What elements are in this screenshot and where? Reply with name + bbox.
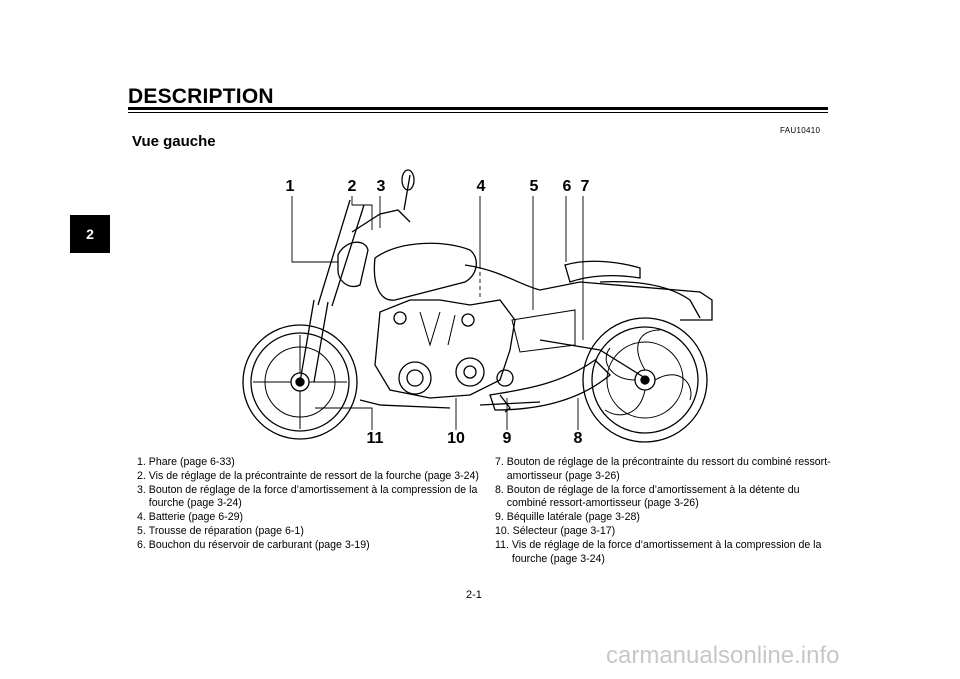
legend-number: 1. [137,456,149,468]
callout-1: 1 [285,178,295,195]
legend-text: Bouton de réglage de la force d’amortiss… [506,483,800,510]
legend-number: 3. [137,483,149,496]
callout-2: 2 [347,178,357,195]
leader-2 [351,196,373,230]
callout-3: 3 [376,178,386,195]
legend-number: 9. [495,511,507,524]
watermark: carmanualsonline.info [606,642,840,669]
title-divider [128,107,828,110]
exhaust [489,359,611,411]
front-wheel [242,324,358,440]
legend-text: Vis de réglage de la précontrainte de re… [148,469,479,482]
legend-number: 4. [137,511,149,524]
callout-10: 10 [447,430,465,447]
front-fork [299,199,365,383]
legend-item: 8. Bouton de réglage de la force d’amort… [495,484,840,512]
callout-7: 7 [580,178,590,195]
callout-11: 11 [366,430,384,447]
legend-right: 7. Bouton de réglage de la précontrainte… [495,456,840,566]
callout-5: 5 [529,178,539,195]
callout-4: 4 [476,178,486,195]
legend-text: Bouton de réglage de la précontrainte du… [506,456,831,482]
leader-11 [315,407,373,430]
legend-text: Phare (page 6-33) [148,456,235,468]
legend-item: 4. Batterie (page 6-29) [137,511,482,525]
legend-text: Béquille latérale (page 3-28) [506,511,640,524]
legend-item: 11. Vis de réglage de la force d’amortis… [495,539,840,567]
chapter-tab: 2 [70,215,110,253]
rear-wheel [582,317,708,443]
legend-item: 10. Sélecteur (page 3-17) [495,525,840,539]
engine [374,299,516,399]
legend-text: Trousse de réparation (page 6-1) [148,524,304,537]
page-number: 2-1 [466,589,482,601]
legend-text: Bouchon du réservoir de carburant (page … [148,538,370,551]
legend-text: Bouton de réglage de la force d’amortiss… [148,483,478,510]
callout-9: 9 [502,430,512,447]
legend-item: 2. Vis de réglage de la précontrainte de… [137,470,482,484]
legend-item: 5. Trousse de réparation (page 6-1) [137,525,482,539]
page-title: DESCRIPTION [128,85,274,108]
reference-code: FAU10410 [780,126,821,135]
legend-item: 9. Béquille latérale (page 3-28) [495,511,840,525]
callout-6: 6 [562,178,572,195]
legend-number: 6. [137,538,149,551]
legend-number: 8. [495,483,507,496]
callout-8: 8 [573,430,583,447]
legend-text: Batterie (page 6-29) [148,511,244,524]
legend-text: Vis de réglage de la force d’amortisseme… [511,538,822,565]
leader-1 [291,196,338,263]
legend-number: 2. [137,469,149,482]
legend-number: 10. [495,524,513,537]
title-divider-thin [128,112,828,113]
legend-number: 11. [495,538,512,551]
legend-item: 6. Bouchon du réservoir de carburant (pa… [137,539,482,553]
legend-item: 3. Bouton de réglage de la force d’amort… [137,484,482,512]
legend-item: 1. Phare (page 6-33) [137,456,482,470]
legend-item: 7. Bouton de réglage de la précontrainte… [495,456,840,484]
legend-number: 7. [495,456,507,468]
section-heading: Vue gauche [132,133,216,150]
fuel-tank [373,242,477,301]
legend-left: 1. Phare (page 6-33) 2. Vis de réglage d… [137,456,482,553]
legend-text: Sélecteur (page 3-17) [512,524,616,537]
legend-number: 5. [137,524,149,537]
